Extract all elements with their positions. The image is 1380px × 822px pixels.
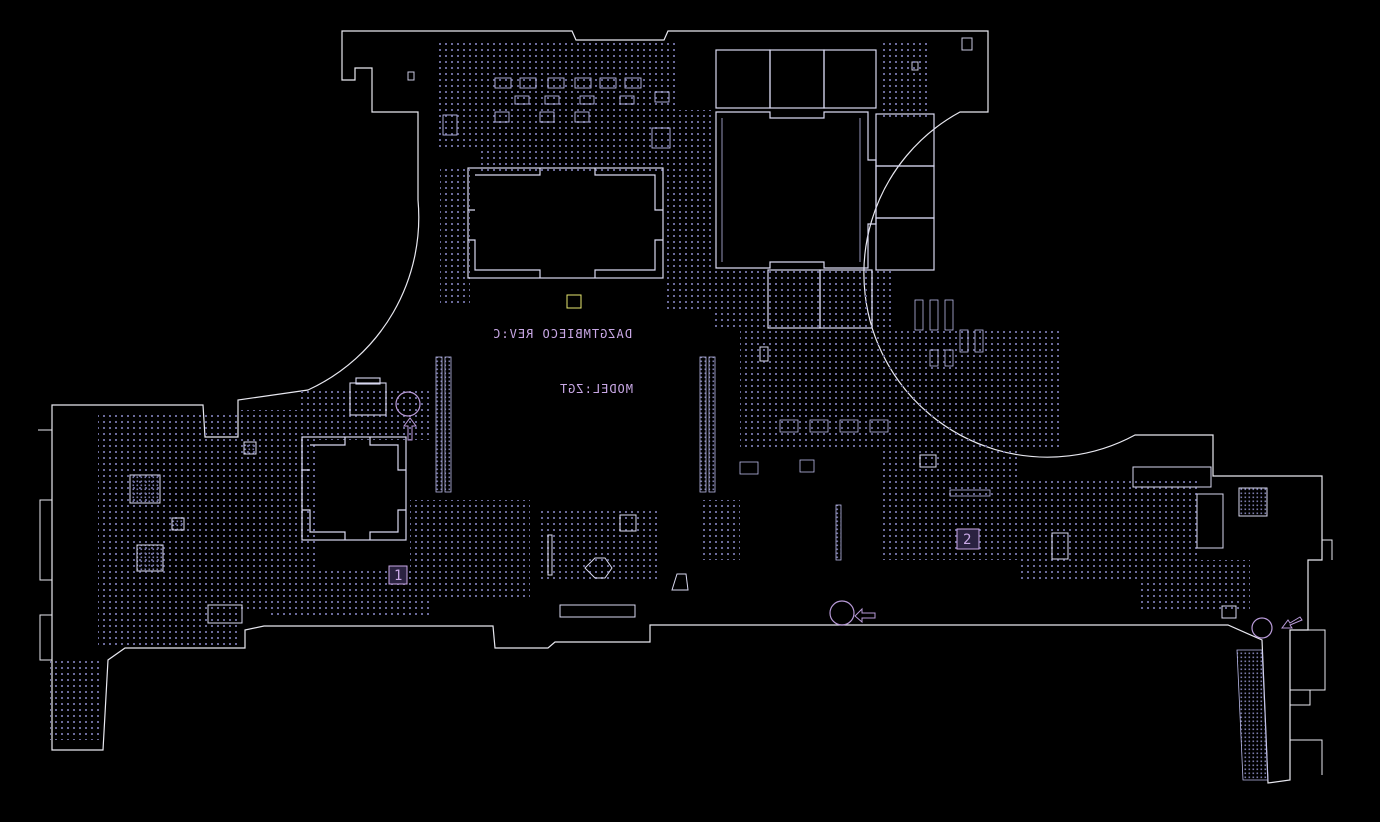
cpu-and-memory (715, 49, 935, 329)
marker-2-label: 2 (963, 532, 971, 548)
chip-left (301, 436, 407, 541)
marker-1-label: 1 (394, 568, 402, 584)
silkscreen-board-code: DAZGTMBIECO REV:C (492, 327, 632, 341)
chip-pch (467, 167, 664, 279)
top-component-rows (442, 77, 671, 149)
right-edge-flex (1236, 649, 1269, 781)
connector-bottom-left (207, 604, 243, 624)
silkscreen-model: MODEL:ZGT (559, 382, 633, 396)
center-bottom-components (547, 514, 689, 618)
highlight-pad (566, 294, 582, 309)
right-components (759, 346, 1268, 619)
mounting-holes (395, 391, 1273, 639)
power-stage-rows (739, 299, 991, 497)
left-edge-connectors (38, 429, 52, 661)
marker-1: 1 (388, 565, 408, 585)
small-chip-module (349, 377, 387, 416)
marker-2: 2 (956, 528, 980, 550)
component-clusters (50, 40, 1250, 740)
board-outline (51, 30, 1323, 784)
right-edge-connectors (1290, 539, 1333, 775)
left-ics (129, 441, 257, 572)
silkscreen-labels: DAZGTMBIECO REV:C MODEL:ZGT (492, 327, 633, 396)
connector-strips (435, 356, 842, 561)
arrow-icon (403, 417, 1303, 629)
